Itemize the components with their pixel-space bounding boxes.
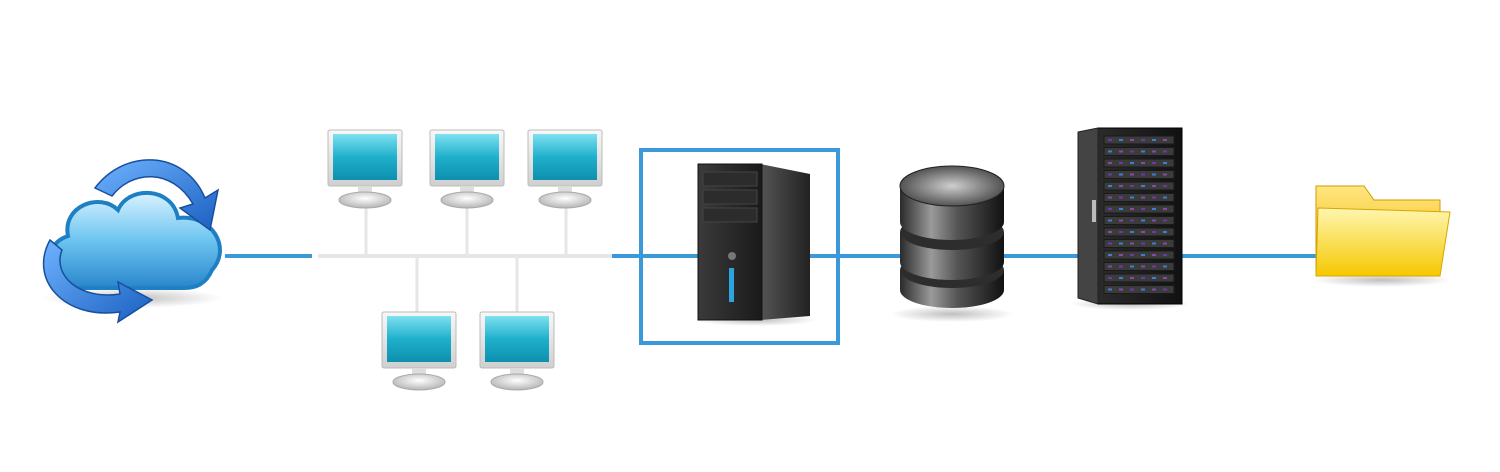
workstation-monitor-3 xyxy=(527,129,603,209)
monitor-icon xyxy=(327,129,403,209)
cloud-sync-icon xyxy=(42,159,222,324)
workstation-monitor-1 xyxy=(327,129,403,209)
monitor-icon xyxy=(479,311,555,391)
server-tower-icon xyxy=(694,163,818,326)
rack-units xyxy=(1103,135,1175,294)
database-icon xyxy=(890,165,1014,322)
workstation-monitor-2 xyxy=(429,129,505,209)
monitor-icon xyxy=(527,129,603,209)
workstation-monitor-4 xyxy=(381,311,457,391)
lan-bus xyxy=(318,200,612,312)
monitor-icon xyxy=(381,311,457,391)
monitor-icon xyxy=(429,129,505,209)
workstation-monitor-5 xyxy=(479,311,555,391)
server-rack-icon xyxy=(1070,127,1190,310)
server-highlight-frame xyxy=(639,148,840,345)
folder-icon xyxy=(1312,185,1452,287)
